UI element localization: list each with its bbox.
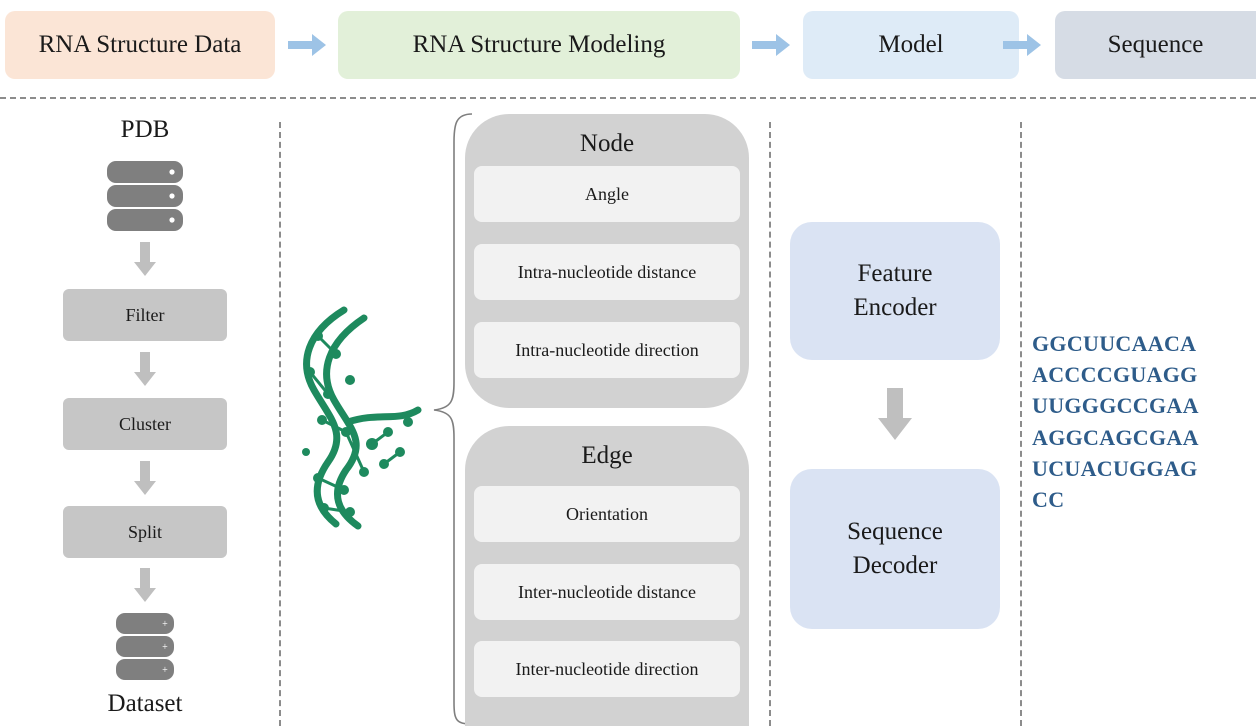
sequence-line: GGCUUCAACA [1032, 331, 1197, 356]
step-label: Cluster [119, 413, 171, 434]
sequence-line: CC [1032, 487, 1065, 513]
cluster-step: Cluster [63, 398, 227, 450]
edge-feature-panel: Edge Orientation Inter-nucleotide distan… [465, 426, 749, 726]
pipeline-step-label: Model [878, 31, 944, 58]
arrow-down-icon [134, 461, 156, 495]
database-icon [107, 161, 183, 231]
arrow-down-icon [134, 352, 156, 386]
edge-feature-inter-direction: Inter-nucleotide direction [474, 641, 740, 697]
section-divider [0, 97, 1256, 99]
output-sequence: GGCUUCAACA ACCCCGUAGG UUGGGCCGAA AGGCAGC… [1032, 328, 1199, 515]
step-label: Filter [125, 304, 165, 325]
pipeline-step-sequence: Sequence [1055, 11, 1256, 79]
pipeline-step-label: RNA Structure Modeling [412, 31, 666, 58]
sequence-decoder-label: Sequence Decoder [847, 518, 943, 579]
feature-encoder-label: Feature Encoder [853, 260, 937, 321]
column-divider [279, 122, 281, 726]
curly-brace-icon [433, 113, 473, 725]
column-divider [769, 122, 771, 726]
arrow-down-icon [134, 242, 156, 276]
feature-encoder-box: Feature Encoder [790, 222, 1000, 360]
arrow-down-icon [878, 388, 912, 440]
node-feature-panel: Node Angle Intra-nucleotide distance Int… [465, 114, 749, 408]
edge-feature-inter-distance: Inter-nucleotide distance [474, 564, 740, 620]
filter-step: Filter [63, 289, 227, 341]
node-panel-title: Node [579, 130, 635, 157]
step-label: Split [127, 521, 162, 542]
column-divider [1020, 122, 1022, 726]
arrow-right-icon [288, 34, 326, 56]
svg-text:+: + [162, 665, 168, 676]
sequence-line: ACCCCGUAGG [1032, 362, 1198, 388]
pipeline-step-structure-modeling: RNA Structure Modeling [338, 11, 740, 79]
svg-text:+: + [162, 642, 168, 653]
pipeline-step-label: RNA Structure Data [38, 31, 242, 58]
pipeline-step-model: Model [803, 11, 1019, 79]
sequence-line: UCUACUGGAG [1032, 455, 1198, 481]
arrow-right-icon [752, 34, 790, 56]
dataset-label: Dataset [107, 690, 183, 717]
svg-text:+: + [162, 619, 168, 630]
arrow-right-icon [1003, 34, 1041, 56]
node-feature-angle: Angle [474, 166, 740, 222]
pipeline-step-structure-data: RNA Structure Data [5, 11, 275, 79]
node-feature-intra-distance: Intra-nucleotide distance [474, 244, 740, 300]
sequence-decoder-box: Sequence Decoder [790, 469, 1000, 629]
split-step: Split [63, 506, 227, 558]
edge-feature-orientation: Orientation [474, 486, 740, 542]
arrow-down-icon [134, 568, 156, 602]
edge-panel-title: Edge [581, 442, 633, 469]
database-icon: + + + [116, 613, 174, 680]
sequence-line: AGGCAGCGAA [1032, 424, 1199, 450]
sequence-line: UUGGGCCGAA [1032, 393, 1199, 419]
pdb-label: PDB [120, 116, 170, 143]
rna-structure-image [302, 306, 422, 530]
pipeline-step-label: Sequence [1107, 31, 1204, 58]
node-feature-intra-direction: Intra-nucleotide direction [474, 322, 740, 378]
